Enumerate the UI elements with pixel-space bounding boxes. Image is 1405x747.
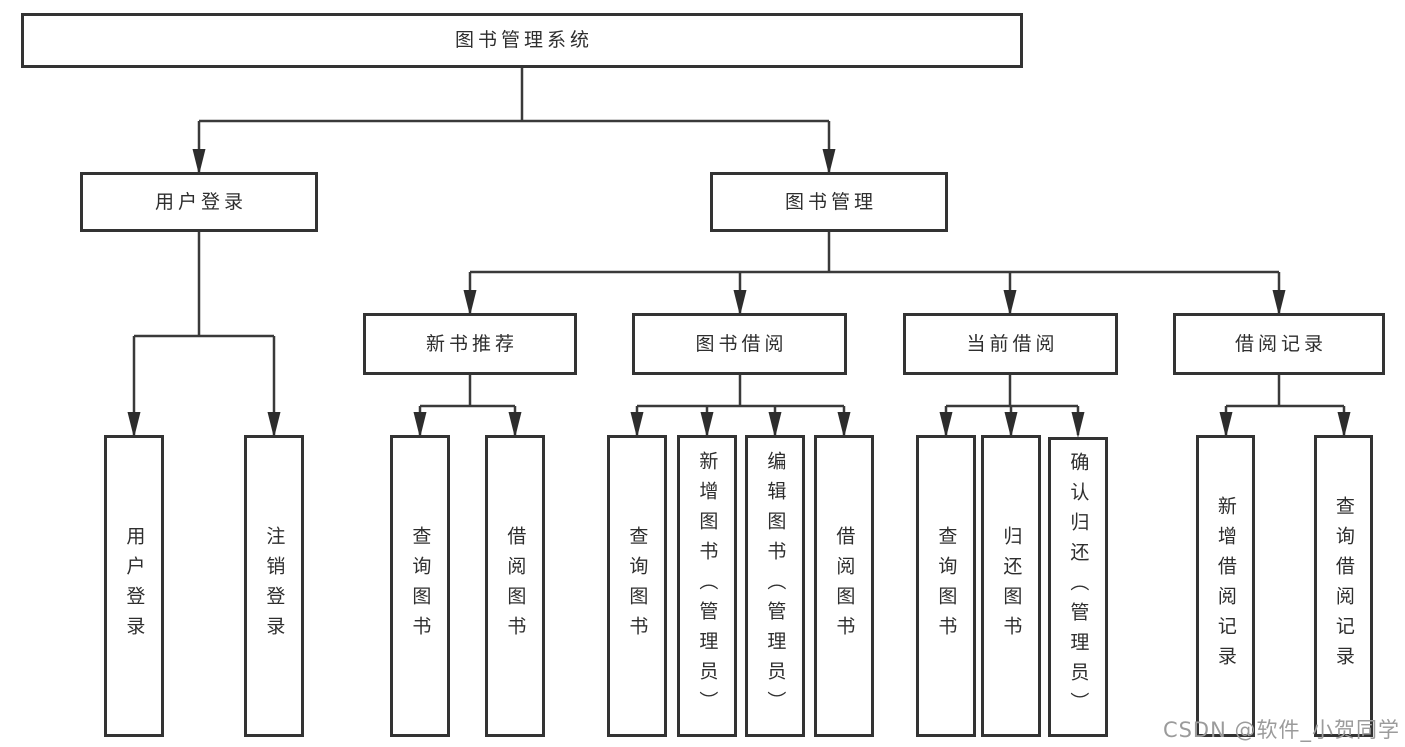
leaf-add-borrow-record: 新增借阅记录 (1196, 435, 1255, 737)
leaf-query-borrow-record: 查询借阅记录 (1314, 435, 1373, 737)
node-current-borrow: 当前借阅 (903, 313, 1118, 375)
csdn-watermark: CSDN @软件_小贺同学 (1162, 718, 1400, 742)
leaf-borrow-books-borrow: 借阅图书 (814, 435, 874, 737)
leaf-user-login: 用户登录 (104, 435, 164, 737)
leaf-borrow-books-recommend: 借阅图书 (485, 435, 545, 737)
node-book-management: 图书管理 (710, 172, 948, 232)
node-book-borrow: 图书借阅 (632, 313, 847, 375)
leaf-query-books-borrow: 查询图书 (607, 435, 667, 737)
node-borrow-records: 借阅记录 (1173, 313, 1385, 375)
leaf-edit-books-admin: 编辑图书（管理员） (745, 435, 805, 737)
leaf-logout: 注销登录 (244, 435, 304, 737)
leaf-confirm-return-admin: 确认归还（管理员） (1048, 437, 1108, 737)
leaf-query-books-recommend: 查询图书 (390, 435, 450, 737)
leaf-add-books-admin: 新增图书（管理员） (677, 435, 737, 737)
node-user-login: 用户登录 (80, 172, 318, 232)
leaf-return-books: 归还图书 (981, 435, 1041, 737)
node-root: 图书管理系统 (21, 13, 1023, 68)
leaf-query-books-current: 查询图书 (916, 435, 976, 737)
node-new-book-recommend: 新书推荐 (363, 313, 577, 375)
